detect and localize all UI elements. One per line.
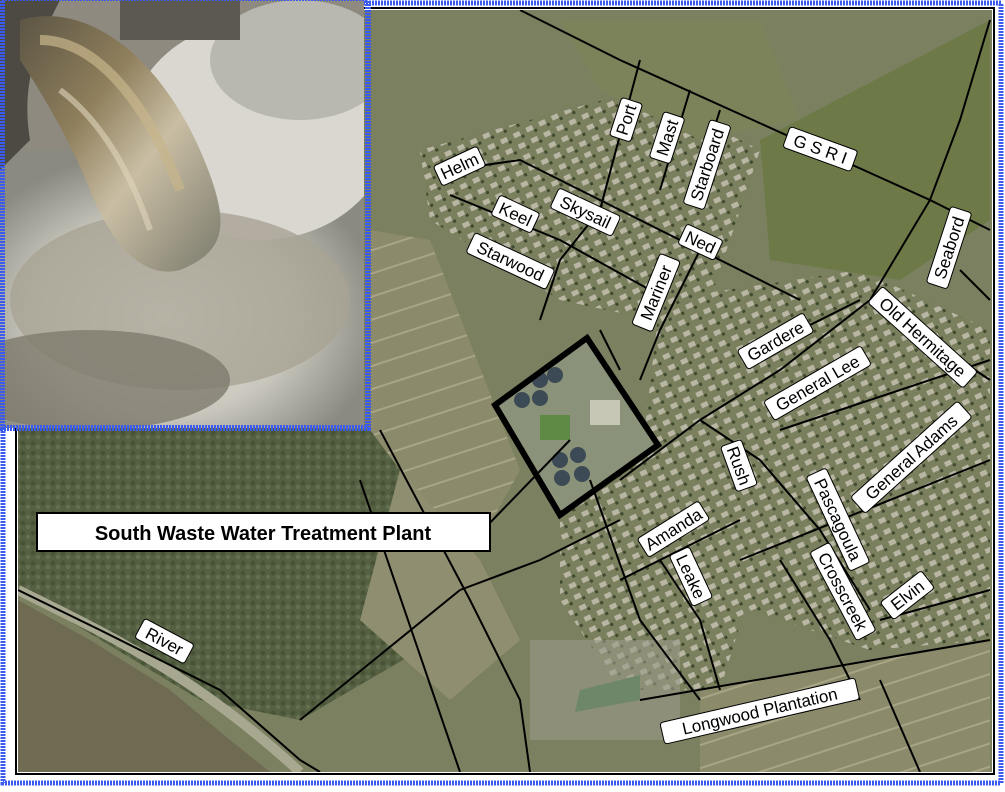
plant-label: South Waste Water Treatment Plant [95,523,432,545]
farm-field [370,230,520,560]
inset-photo [0,0,371,431]
pipe-structure [0,0,60,170]
open-field [560,20,800,140]
discharge-plume [20,16,221,272]
river-water [18,600,270,772]
plant-callout-box [36,512,491,552]
neighborhood [560,440,760,690]
inset-frame [0,0,371,431]
farm-field [700,640,990,772]
street-label-port: Port [609,97,643,142]
plant-boundary [491,333,663,520]
street-label-rush: Rush [720,439,758,492]
open-field [760,20,990,280]
plant-callout: South Waste Water Treatment Plant [36,512,491,552]
plant-callout-leader [482,439,571,531]
